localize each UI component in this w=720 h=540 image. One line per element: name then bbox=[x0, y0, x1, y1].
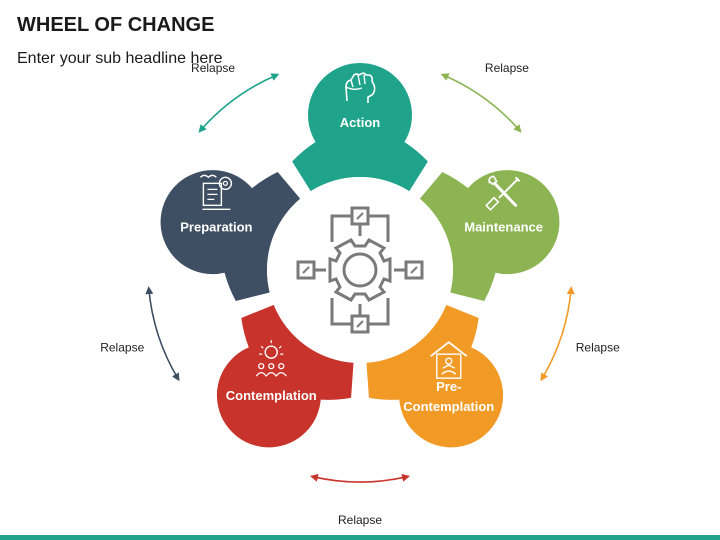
stage-label-action: Action bbox=[340, 115, 381, 130]
relapse-arrow bbox=[540, 286, 575, 382]
center-circle bbox=[267, 177, 453, 363]
stage-segment-pre-contemplation bbox=[366, 304, 504, 448]
relapse-label: Relapse bbox=[485, 61, 529, 75]
relapse-label: Relapse bbox=[100, 340, 144, 354]
stage-label-pre-contemplation: Pre- bbox=[436, 379, 461, 394]
stage-maintenance: Maintenance bbox=[419, 170, 560, 301]
stage-segment-maintenance bbox=[419, 170, 560, 301]
page-title: WHEEL OF CHANGE bbox=[17, 14, 215, 36]
stage-label-preparation: Preparation bbox=[180, 219, 252, 234]
page-subtitle: Enter your sub headline here bbox=[17, 50, 223, 67]
relapse-label: Relapse bbox=[191, 61, 235, 75]
stage-pre-contemplation: Pre- Contemplation bbox=[366, 304, 504, 448]
stage-preparation: Preparation bbox=[160, 170, 301, 301]
stage-segment-preparation bbox=[160, 170, 301, 301]
stage-contemplation: Contemplation bbox=[216, 304, 354, 448]
stage-label-contemplation: Contemplation bbox=[226, 388, 317, 403]
stage-label-pre-contemplation: Contemplation bbox=[403, 399, 494, 414]
stage-segment-contemplation bbox=[216, 304, 354, 448]
stage-segment-action bbox=[292, 62, 428, 192]
relapse-arrow bbox=[198, 73, 280, 133]
bottom-accent-bar bbox=[0, 535, 720, 540]
relapse-label: Relapse bbox=[576, 340, 620, 354]
relapse-arrow bbox=[309, 473, 411, 483]
stage-label-maintenance: Maintenance bbox=[464, 219, 543, 234]
relapse-arrow bbox=[440, 73, 522, 133]
relapse-label: Relapse bbox=[338, 513, 382, 527]
relapse-arrow bbox=[145, 286, 180, 382]
gear-network-icon bbox=[296, 206, 424, 334]
stage-action: Action bbox=[292, 62, 428, 192]
